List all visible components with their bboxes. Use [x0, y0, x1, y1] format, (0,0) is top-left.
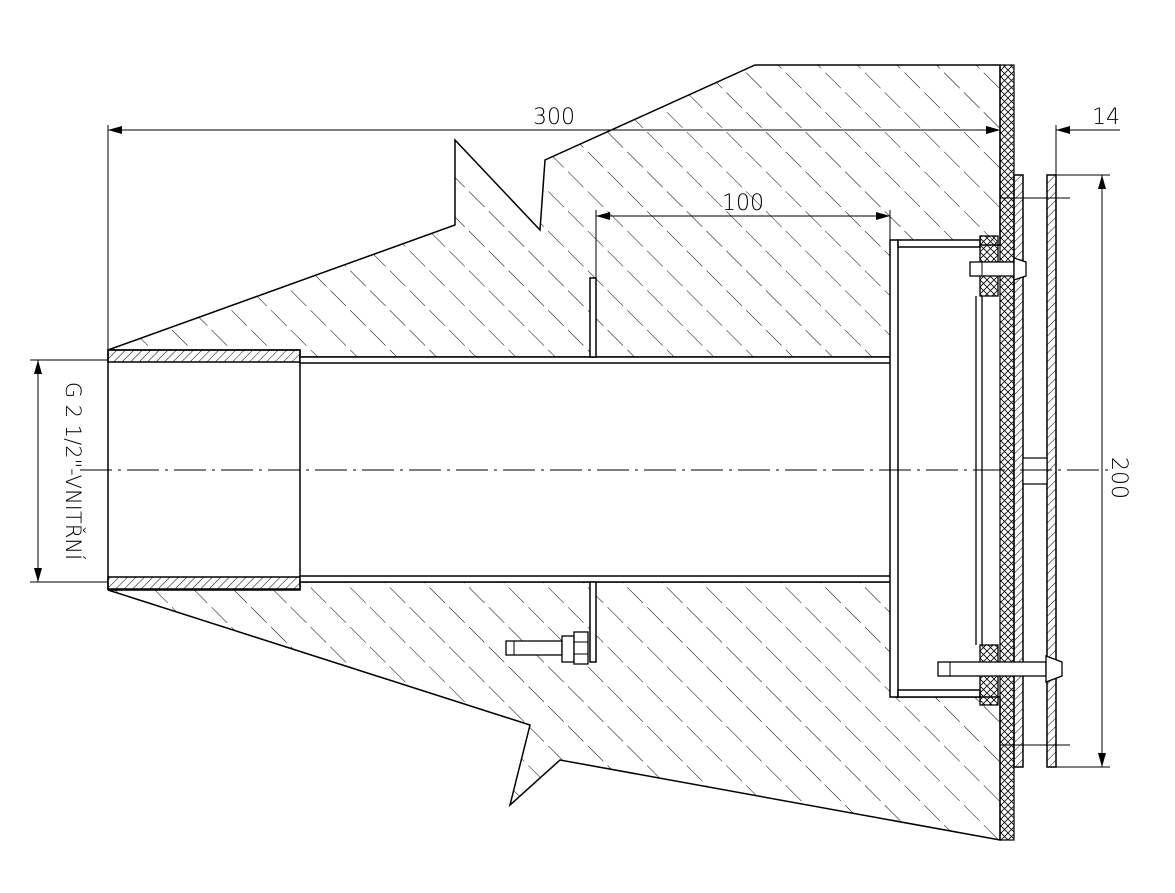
dim-text-100: 100: [722, 191, 764, 216]
socket-bottom-wall: [107, 576, 301, 590]
clamp-bolt-bottom: [937, 655, 1063, 683]
anchor-fin-bottom: [589, 581, 597, 663]
concrete-lower: [107, 581, 1001, 841]
dimension-200: 200: [1056, 174, 1131, 768]
dim-text-14: 14: [1092, 105, 1120, 130]
anchor-fin-top: [589, 277, 597, 358]
dim-text-200: 200: [1106, 457, 1131, 499]
wall-face-strip: [999, 64, 1015, 841]
dimension-14: 14: [985, 105, 1120, 175]
flange-spacer: [1022, 457, 1048, 485]
socket-top-wall: [107, 349, 301, 363]
clamp-bolt-top: [969, 257, 1027, 281]
thread-label: G 2 1/2"-VNITŘNÍ: [61, 382, 86, 560]
dimension-300: 300: [107, 105, 1000, 350]
pipe-bottom-wall: [299, 575, 896, 583]
dimension-100: 100: [595, 191, 891, 278]
pipe-top-wall: [299, 356, 896, 364]
dim-text-300: 300: [533, 105, 575, 130]
dimension-thread: G 2 1/2"-VNITŘNÍ: [30, 359, 108, 583]
anchor-bolt: [505, 631, 589, 665]
